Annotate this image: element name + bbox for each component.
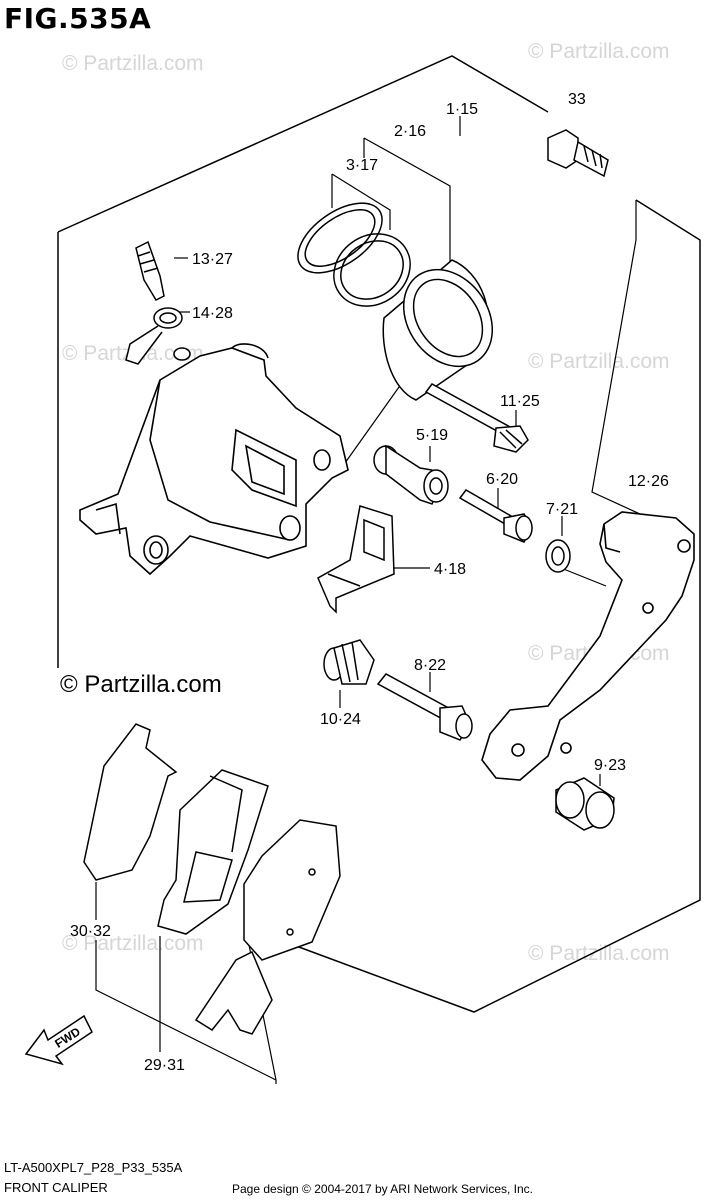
label-1-15: 1·15: [446, 101, 478, 118]
diagram-code: LT-A500XPL7_P28_P33_535A: [4, 1160, 183, 1175]
pad-shim-29: [194, 950, 273, 1035]
brake-pad-right: [243, 819, 341, 961]
label-10-24: 10·24: [320, 711, 361, 728]
figure-title: FIG.535A: [4, 2, 152, 35]
label-11-25: 11·25: [500, 393, 540, 410]
pad-shim-30: [83, 723, 178, 881]
label-7-21: 7·21: [546, 501, 578, 518]
bolt-33: [547, 129, 609, 178]
caliper-body: [79, 343, 349, 576]
piston: [382, 259, 494, 401]
pad-spring-4: [317, 505, 395, 614]
watermark-2: © Partzilla.com: [528, 40, 670, 63]
bushing-9: [555, 777, 615, 831]
slide-pin-11: [424, 383, 529, 453]
label-4-18: 4·18: [434, 561, 466, 578]
watermark-1: © Partzilla.com: [62, 52, 204, 75]
label-3-17: 3·17: [346, 157, 378, 174]
label-13-27: 13·27: [192, 251, 233, 268]
label-5-19: 5·19: [416, 427, 448, 444]
watermarks: © Partzilla.com © Partzilla.com © Partzi…: [60, 40, 670, 965]
assembly-outline: [57, 55, 701, 1013]
label-8-22: 8·22: [414, 657, 446, 674]
label-14-28: 14·28: [192, 305, 233, 322]
label-9-23: 9·23: [594, 757, 626, 774]
piston-seals: [297, 202, 411, 307]
copyright-notice: Page design © 2004-2017 by ARI Network S…: [232, 1182, 534, 1196]
label-12-26: 12·26: [628, 473, 669, 490]
washer-7: [545, 539, 571, 573]
label-6-20: 6·20: [486, 471, 518, 488]
label-33: 33: [568, 91, 586, 108]
watermark-main: © Partzilla.com: [60, 671, 222, 698]
watermark-7: © Partzilla.com: [528, 942, 670, 965]
slide-pin-6: [458, 489, 533, 543]
label-29-31: 29·31: [144, 1057, 185, 1074]
bleeder-cap: [125, 307, 183, 365]
label-30-32: 30·32: [70, 923, 111, 940]
diagram-name: FRONT CALIPER: [4, 1180, 108, 1195]
fwd-arrow: FWD: [24, 1014, 93, 1066]
caliper-bracket-12: [481, 511, 695, 781]
label-2-16: 2·16: [394, 123, 426, 140]
bleeder-screw: [135, 240, 165, 301]
boot-10: [323, 639, 375, 685]
brake-pad-left: [157, 769, 269, 935]
part-labels: 33 1·15 2·16 3·17 13·27 14·28 11·25 5·19…: [70, 91, 669, 1074]
watermark-4: © Partzilla.com: [528, 350, 670, 373]
boot-5: [373, 444, 449, 505]
watermark-6: © Partzilla.com: [62, 932, 204, 955]
slide-pin-8: [376, 673, 473, 741]
